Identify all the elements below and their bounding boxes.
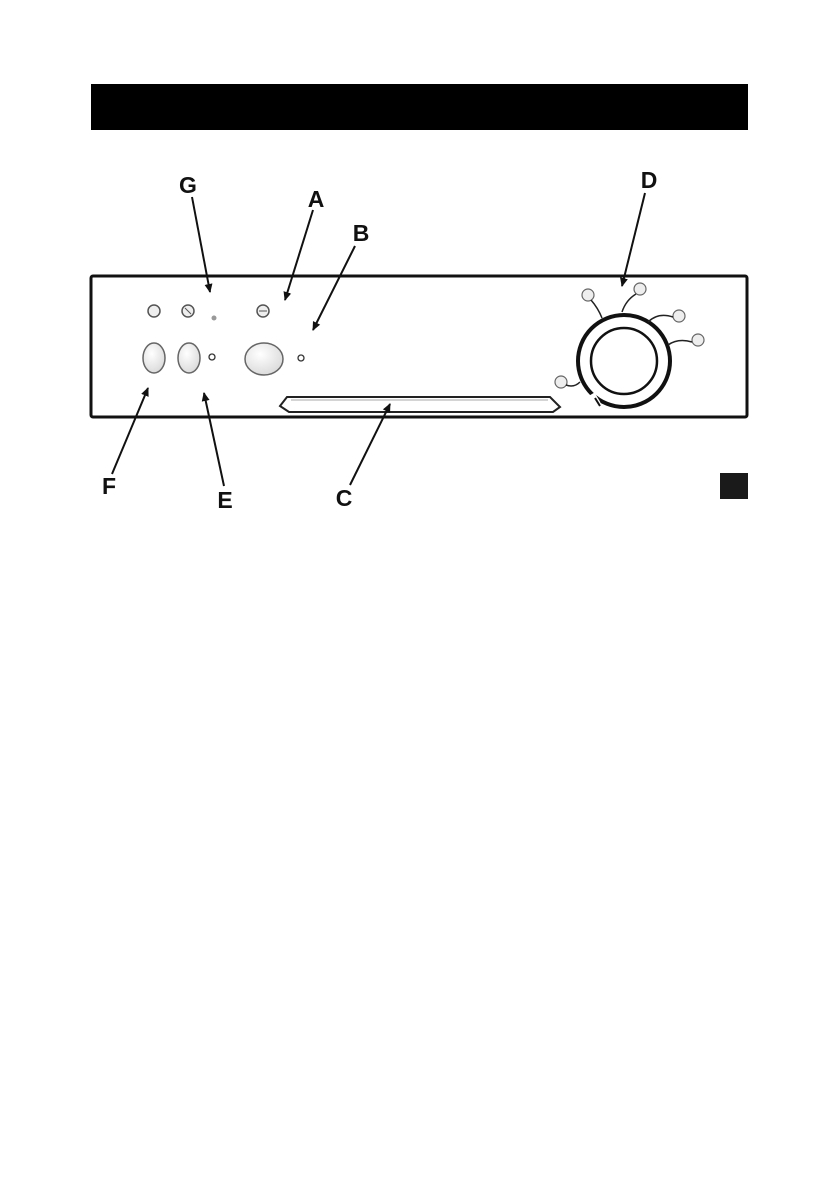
program-knob[interactable] — [578, 315, 670, 407]
callout-label-e: E — [217, 487, 232, 513]
indicator-light-b — [298, 355, 304, 361]
button-e[interactable] — [178, 343, 200, 373]
indicator-icon-1 — [148, 305, 160, 317]
indicator-icon-2 — [182, 305, 194, 317]
callout-label-a: A — [308, 186, 325, 212]
button-a[interactable] — [245, 343, 283, 375]
callout-label-c: C — [336, 485, 353, 511]
callout-label-b: B — [353, 220, 370, 246]
indicator-icon-4 — [257, 305, 269, 317]
button-f[interactable] — [143, 343, 165, 373]
callout-label-f: F — [102, 473, 116, 499]
callout-arrow-d — [622, 193, 645, 286]
indicator-light-e — [209, 354, 215, 360]
callout-label-d: D — [641, 167, 658, 193]
door-handle[interactable] — [280, 397, 560, 412]
indicator-icon-3 — [212, 316, 217, 321]
callout-label-g: G — [179, 172, 197, 198]
